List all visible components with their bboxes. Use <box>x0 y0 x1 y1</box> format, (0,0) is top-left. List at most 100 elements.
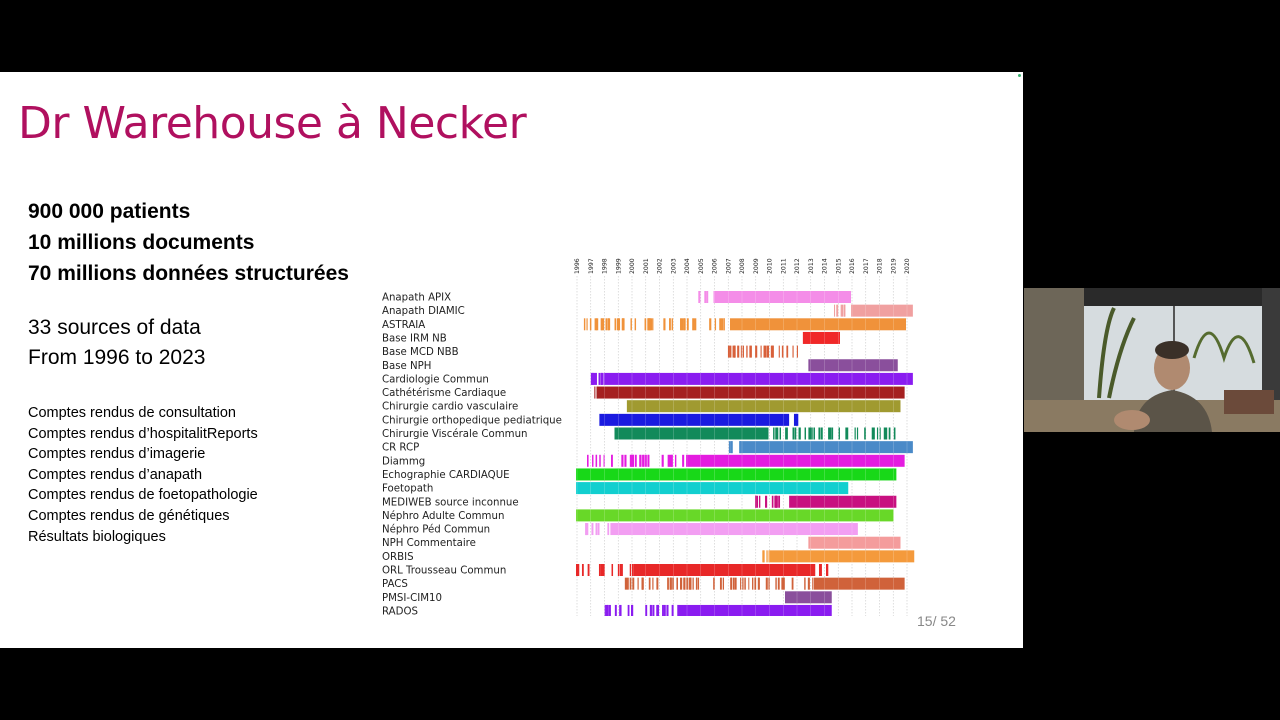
series-tick-mark <box>645 604 648 617</box>
report-type: Comptes rendus d’anapath <box>28 466 203 483</box>
series-tick-mark <box>871 427 874 440</box>
year-tick-label: 2019 <box>890 258 897 274</box>
series-tick-mark <box>607 604 609 617</box>
series-label: Base IRM NB <box>382 333 447 344</box>
series-tick-mark <box>781 577 784 590</box>
stat-structured-data: 70 millions données structurées <box>28 262 349 285</box>
series-tick-mark <box>650 604 652 617</box>
series-bar <box>686 454 905 467</box>
series-tick-mark <box>879 427 881 440</box>
series-tick-mark <box>605 604 608 617</box>
series-tick-mark <box>634 318 637 331</box>
series-tick-mark <box>624 454 627 467</box>
series-tick-mark <box>627 577 629 590</box>
series-tick-mark <box>619 604 621 617</box>
series-tick-mark <box>742 577 744 590</box>
series-tick-mark <box>831 427 834 440</box>
series-label: NPH Commentaire <box>382 538 476 549</box>
series-tick-mark <box>706 291 709 303</box>
series-label: Chirurgie orthopedique pediatrique <box>382 415 562 426</box>
series-tick-mark <box>697 577 700 590</box>
series-tick-mark <box>762 550 765 563</box>
series-tick-mark <box>611 564 614 576</box>
sources-period: From 1996 to 2023 <box>28 346 206 369</box>
series-bar <box>599 413 790 426</box>
series-tick-mark <box>776 495 778 508</box>
series-tick-mark <box>649 318 651 331</box>
series-tick-mark <box>632 454 634 467</box>
page-number: 15/ 52 <box>917 613 956 629</box>
series-tick-mark <box>668 454 671 467</box>
series-tick-mark <box>611 454 613 467</box>
series-label: PACS <box>382 579 408 590</box>
series-bar <box>785 591 832 604</box>
series-tick-mark <box>614 318 617 331</box>
series-tick-mark <box>587 454 589 467</box>
year-tick-label: 2017 <box>863 258 870 274</box>
series-tick-mark <box>845 427 848 440</box>
series-tick-mark <box>893 427 896 440</box>
series-tick-mark <box>621 454 624 467</box>
series-tick-mark <box>650 318 653 331</box>
series-tick-mark <box>631 564 634 576</box>
series-tick-mark <box>652 604 655 617</box>
series-tick-mark <box>586 523 589 536</box>
series-tick-mark <box>594 318 597 331</box>
series-tick-mark <box>854 427 856 440</box>
report-type: Comptes rendus d’imagerie <box>28 446 206 463</box>
series-tick-mark <box>587 564 590 576</box>
series-tick-mark <box>656 577 659 590</box>
report-type: Comptes rendus d’hospitalitReports <box>28 425 258 442</box>
series-tick-mark <box>626 577 628 590</box>
series-bar <box>576 509 894 522</box>
series-tick-mark <box>778 345 780 358</box>
series-tick-mark <box>597 523 600 536</box>
series-tick-mark <box>786 345 789 358</box>
year-tick-label: 2013 <box>808 258 815 274</box>
series-bar <box>851 304 913 317</box>
series-tick-mark <box>662 604 664 617</box>
series-tick-mark <box>672 577 674 590</box>
series-tick-mark <box>776 427 779 440</box>
series-tick-mark <box>812 577 814 590</box>
series-tick-mark <box>635 454 637 467</box>
series-label: Néphro Péd Commun <box>382 524 490 536</box>
series-tick-mark <box>719 577 722 590</box>
series-label: Echographie CARDIAQUE <box>382 470 510 481</box>
year-tick-label: 1996 <box>574 258 581 274</box>
series-tick-mark <box>796 413 799 426</box>
series-tick-mark <box>782 577 785 590</box>
year-tick-label: 2012 <box>794 258 801 274</box>
sources-summary: 33 sources of data From 1996 to 2023 <box>28 313 205 373</box>
series-tick-mark <box>689 577 692 590</box>
series-bar <box>789 495 897 508</box>
series-tick-mark <box>602 318 605 331</box>
series-tick-mark <box>627 604 630 617</box>
series-tick-mark <box>766 345 769 358</box>
series-bar <box>802 331 840 344</box>
series-tick-mark <box>873 427 875 440</box>
report-type: Comptes rendus de foetopathologie <box>28 487 258 504</box>
series-tick-mark <box>705 291 707 303</box>
series-tick-mark <box>758 495 761 508</box>
series-tick-mark <box>620 564 622 576</box>
series-tick-mark <box>721 318 724 331</box>
series-tick-mark <box>643 454 645 467</box>
series-bar <box>610 523 858 536</box>
series-tick-mark <box>583 318 586 331</box>
series-tick-mark <box>599 454 601 467</box>
report-type: Résultats biologiques <box>28 528 166 545</box>
series-tick-mark <box>664 318 666 331</box>
series-tick-mark <box>670 577 672 590</box>
year-tick-label: 2000 <box>629 258 636 274</box>
series-tick-mark <box>594 372 597 385</box>
series-tick-mark <box>811 427 813 440</box>
series-tick-mark <box>755 495 757 508</box>
year-tick-label: 2007 <box>725 258 732 274</box>
series-tick-mark <box>756 495 759 508</box>
year-tick-label: 2010 <box>767 258 774 274</box>
series-tick-mark <box>620 604 622 617</box>
year-tick-label: 2018 <box>877 258 884 274</box>
series-tick-mark <box>888 427 891 440</box>
